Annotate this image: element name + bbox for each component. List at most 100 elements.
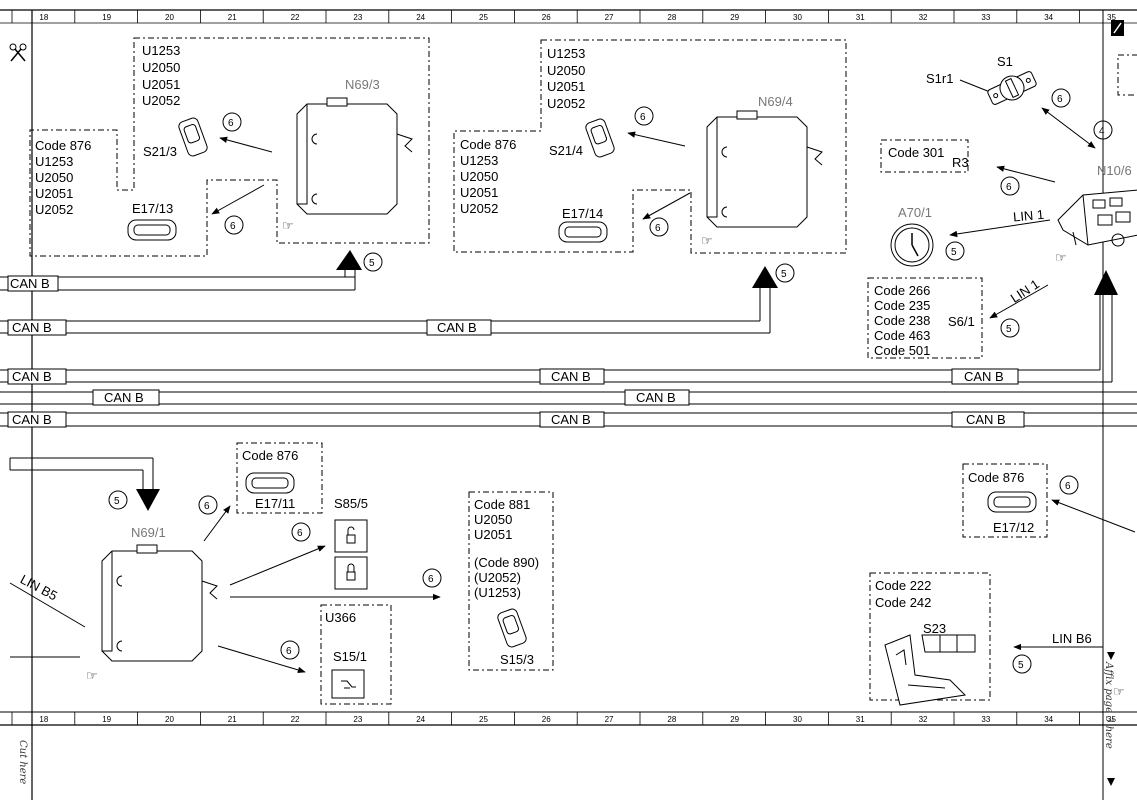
ruler-label: 31 bbox=[856, 715, 865, 724]
svg-text:Code 876: Code 876 bbox=[242, 448, 298, 463]
svg-text:Code 235: Code 235 bbox=[874, 298, 930, 313]
ruler-label: 22 bbox=[291, 715, 300, 724]
lock-switch-icon bbox=[334, 556, 368, 590]
ruler-label: 32 bbox=[919, 715, 928, 724]
svg-text:5: 5 bbox=[1018, 660, 1024, 671]
svg-text:U2052: U2052 bbox=[547, 96, 585, 111]
ruler-label: 23 bbox=[353, 13, 362, 22]
svg-text:N69/1: N69/1 bbox=[131, 525, 166, 540]
svg-text:LIN B6: LIN B6 bbox=[1052, 631, 1092, 646]
frame bbox=[0, 9, 1137, 800]
hand-pointer-icon: ☞ bbox=[701, 233, 713, 248]
svg-text:U2051: U2051 bbox=[474, 527, 512, 542]
svg-text:CAN B: CAN B bbox=[551, 412, 591, 427]
svg-text:U2051: U2051 bbox=[35, 186, 73, 201]
ruler-label: 24 bbox=[416, 13, 425, 22]
control-unit-icon bbox=[1057, 189, 1137, 246]
svg-text:U1253: U1253 bbox=[142, 43, 180, 58]
svg-text:CAN B: CAN B bbox=[636, 390, 676, 405]
svg-text:U366: U366 bbox=[325, 610, 356, 625]
svg-text:5: 5 bbox=[114, 496, 120, 507]
n69-3-group: U1253 U2050 U2051 U2052 S21/3 Code 876 U… bbox=[29, 37, 430, 272]
ruler-label: 35 bbox=[1107, 13, 1116, 22]
svg-text:U2050: U2050 bbox=[474, 512, 512, 527]
svg-text:U2052: U2052 bbox=[460, 201, 498, 216]
svg-text:Code 301: Code 301 bbox=[888, 145, 944, 160]
ruler-label: 25 bbox=[479, 13, 488, 22]
svg-text:S23: S23 bbox=[923, 621, 946, 636]
svg-text:Code 266: Code 266 bbox=[874, 283, 930, 298]
ruler-label: 21 bbox=[228, 13, 237, 22]
svg-text:6: 6 bbox=[286, 646, 292, 657]
hand-pointer-icon: ☞ bbox=[1113, 684, 1125, 699]
svg-text:E17/11: E17/11 bbox=[255, 496, 295, 511]
ruler-label: 32 bbox=[919, 13, 928, 22]
svg-text:R3: R3 bbox=[952, 155, 969, 170]
n69-4-group: U1253 U2050 U2051 U2052 S21/4 Code 876 U… bbox=[453, 39, 847, 283]
marker-triangle-bottom bbox=[1107, 778, 1115, 786]
svg-text:S1r1: S1r1 bbox=[926, 71, 953, 86]
ruler-label: 34 bbox=[1044, 715, 1053, 724]
svg-text:6: 6 bbox=[228, 118, 234, 129]
svg-text:CAN B: CAN B bbox=[437, 320, 477, 335]
window-switch-icon bbox=[178, 117, 208, 157]
ruler-label: 31 bbox=[856, 13, 865, 22]
svg-text:A70/1: A70/1 bbox=[898, 205, 932, 220]
pencil-icon bbox=[1111, 20, 1124, 36]
svg-text:Code 876: Code 876 bbox=[968, 470, 1024, 485]
ruler-label: 26 bbox=[542, 715, 551, 724]
svg-text:U1253: U1253 bbox=[35, 154, 73, 169]
ignition-switch-icon bbox=[987, 71, 1037, 105]
affix-page-label: Affix page 3 here bbox=[1103, 661, 1114, 749]
svg-text:(U1253): (U1253) bbox=[474, 585, 521, 600]
ruler-label: 30 bbox=[793, 715, 802, 724]
svg-text:(Code 890): (Code 890) bbox=[474, 555, 539, 570]
window-switch-icon bbox=[497, 608, 527, 648]
ruler-label: 33 bbox=[981, 13, 990, 22]
svg-text:5: 5 bbox=[369, 258, 375, 269]
svg-text:E17/14: E17/14 bbox=[562, 206, 603, 221]
svg-text:Code 238: Code 238 bbox=[874, 313, 930, 328]
svg-text:CAN B: CAN B bbox=[964, 369, 1004, 384]
control-module-icon bbox=[706, 110, 823, 228]
lamp-icon bbox=[987, 491, 1037, 513]
ruler-label: 19 bbox=[102, 13, 111, 22]
svg-text:6: 6 bbox=[204, 501, 210, 512]
ruler-label: 20 bbox=[165, 715, 174, 724]
svg-text:CAN B: CAN B bbox=[12, 412, 52, 427]
unlock-switch-icon bbox=[334, 519, 368, 553]
ruler-label: 27 bbox=[605, 13, 614, 22]
svg-text:E17/13: E17/13 bbox=[132, 201, 173, 216]
svg-text:S21/4: S21/4 bbox=[549, 143, 583, 158]
ruler-label: 18 bbox=[39, 13, 48, 22]
svg-text:U2050: U2050 bbox=[547, 63, 585, 78]
ruler-label: 21 bbox=[228, 715, 237, 724]
svg-text:6: 6 bbox=[428, 574, 434, 585]
control-module-icon bbox=[101, 544, 218, 662]
svg-text:CAN B: CAN B bbox=[12, 369, 52, 384]
ruler-label: 27 bbox=[605, 715, 614, 724]
svg-text:U1253: U1253 bbox=[460, 153, 498, 168]
scissors-icon bbox=[9, 43, 27, 62]
ruler-label: 26 bbox=[542, 13, 551, 22]
svg-text:CAN B: CAN B bbox=[551, 369, 591, 384]
svg-text:U2052: U2052 bbox=[142, 93, 180, 108]
ruler-label: 28 bbox=[667, 715, 676, 724]
svg-text:S6/1: S6/1 bbox=[948, 314, 975, 329]
svg-text:6: 6 bbox=[1065, 481, 1071, 492]
svg-text:CAN B: CAN B bbox=[104, 390, 144, 405]
n69-1-group: 5 N69/1 ☞ LIN B5 Code 876 E17/11 6 S85/5 bbox=[9, 442, 554, 705]
svg-text:S15/3: S15/3 bbox=[500, 652, 534, 667]
hand-pointer-icon: ☞ bbox=[282, 218, 294, 233]
svg-text:6: 6 bbox=[640, 112, 646, 123]
ruler-label: 18 bbox=[39, 715, 48, 724]
svg-text:Code 876: Code 876 bbox=[35, 138, 91, 153]
n10-6-group: S1 S1r1 6 4 Code 301 R3 6 N10/6 ☞ bbox=[867, 54, 1137, 359]
ruler-label: 24 bbox=[416, 715, 425, 724]
ruler-label: 29 bbox=[730, 715, 739, 724]
svg-text:S1: S1 bbox=[997, 54, 1013, 69]
ruler-label: 19 bbox=[102, 715, 111, 724]
svg-text:U1253: U1253 bbox=[547, 46, 585, 61]
